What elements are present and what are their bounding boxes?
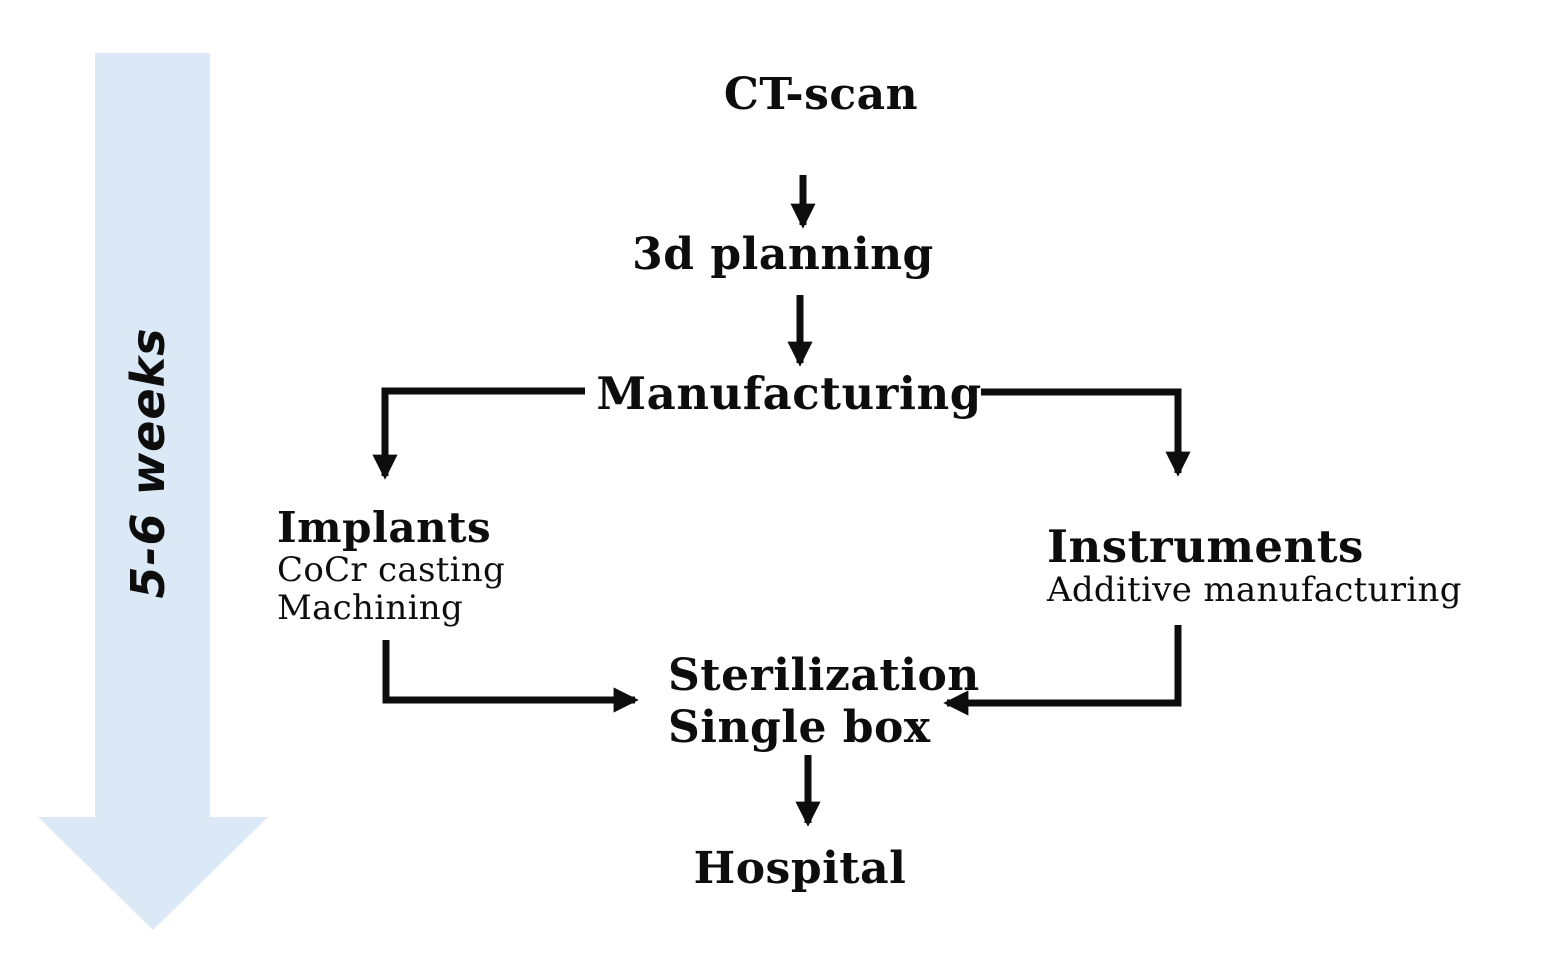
node-ct-scan: CT-scan <box>723 69 919 120</box>
implants-title: Implants <box>277 503 492 552</box>
branch-manufacturing-to-instruments <box>981 388 1191 477</box>
node-sterilization: Sterilization Single box <box>668 650 980 754</box>
instruments-detail-additive: Additive manufacturing <box>1047 570 1462 610</box>
timeline-label: 5-6 weeks <box>121 327 175 599</box>
instruments-title: Instruments <box>1047 520 1364 573</box>
timeline-arrow <box>38 53 268 930</box>
node-implants: Implants CoCr casting Machining <box>277 503 506 628</box>
implants-detail-machining: Machining <box>277 588 464 628</box>
sterilization-line-1: Sterilization <box>668 650 980 701</box>
implants-detail-cocr: CoCr casting <box>277 550 506 590</box>
arrow-instruments-to-sterilization <box>943 625 1182 716</box>
node-instruments: Instruments Additive manufacturing <box>1047 520 1462 610</box>
node-manufacturing: Manufacturing <box>596 367 982 420</box>
arrow-implants-to-sterilization <box>382 640 639 713</box>
sterilization-line-2: Single box <box>668 702 931 753</box>
node-3d-planning: 3d planning <box>632 229 934 280</box>
branch-manufacturing-to-implants <box>372 387 585 480</box>
node-hospital: Hospital <box>693 843 907 894</box>
